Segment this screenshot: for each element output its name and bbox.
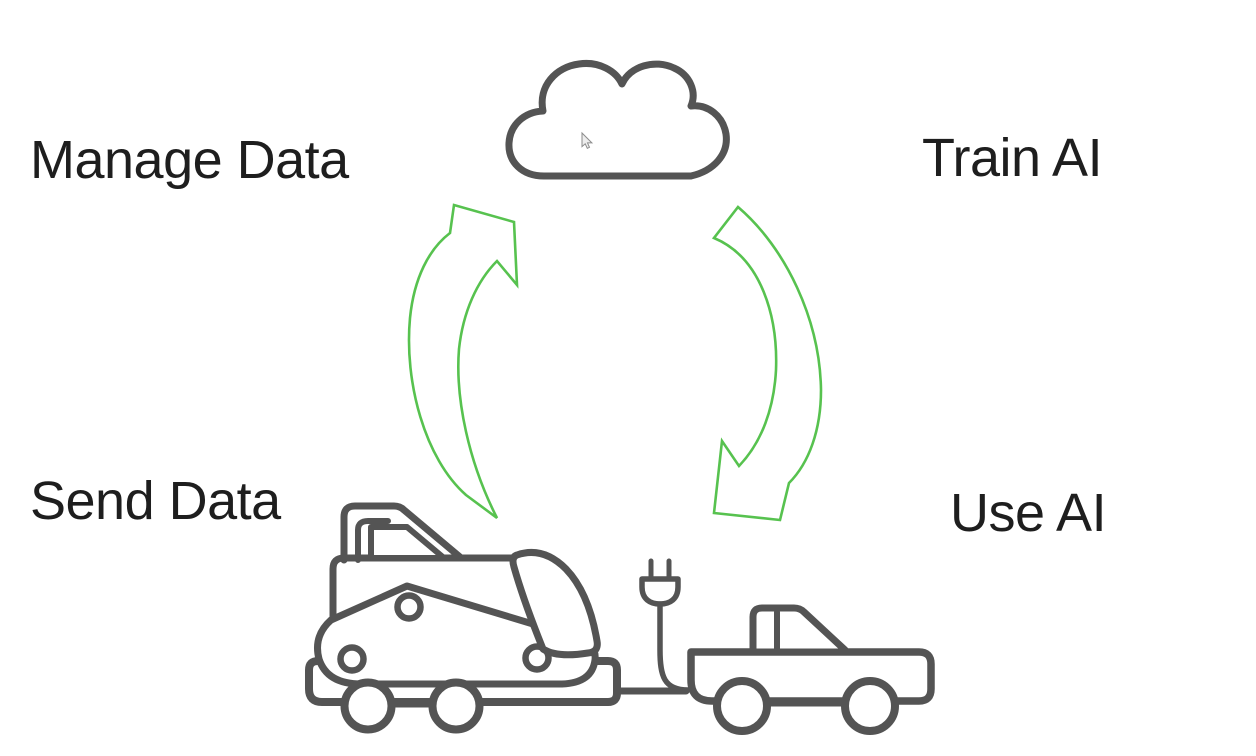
label-train-ai: Train AI [922, 128, 1103, 188]
power-plug-icon [639, 558, 691, 693]
label-send-data: Send Data [30, 471, 281, 531]
trailer-wheels [340, 678, 690, 734]
pickup-truck-icon [687, 604, 935, 735]
bulldozer-icon [314, 502, 601, 688]
cycle-arrow-up-icon [407, 203, 519, 520]
cloud-icon [505, 59, 730, 180]
label-manage-data: Manage Data [30, 130, 349, 190]
cycle-arrow-down-icon [711, 205, 823, 522]
mouse-cursor-icon [581, 131, 594, 149]
label-use-ai: Use AI [950, 483, 1107, 543]
